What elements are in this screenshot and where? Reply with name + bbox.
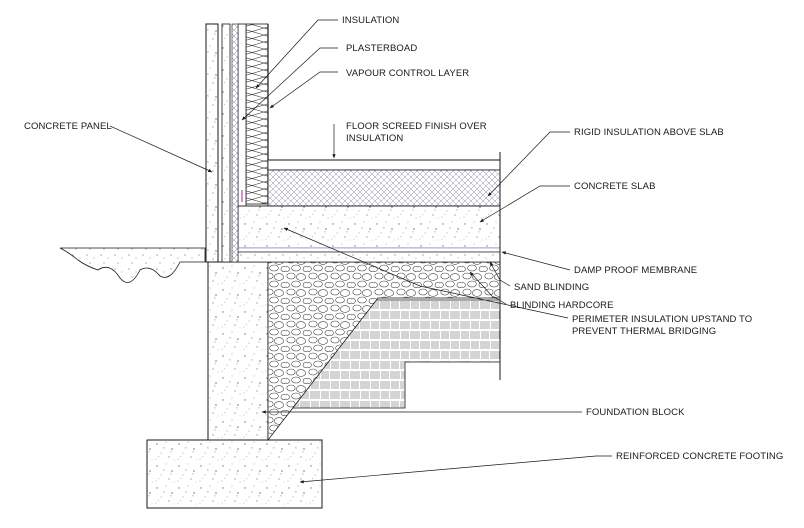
reinforced-concrete-footing <box>146 439 323 509</box>
foundation-block <box>207 261 269 441</box>
leader-vcl <box>269 71 338 109</box>
label-concrete-slab: CONCRETE SLAB <box>574 181 656 192</box>
floor-screed <box>267 159 501 171</box>
label-plasterboard: PLASTERBOAD <box>346 43 417 54</box>
label-perimeter-line1: PERIMETER INSULATION UPSTAND TO <box>572 314 752 325</box>
wall-insulation <box>245 23 269 205</box>
label-floor-screed-line1: FLOOR SCREED FINISH OVER <box>346 121 487 132</box>
leader-perimeter <box>283 227 569 319</box>
damp-proof-membrane <box>237 247 501 253</box>
leader-plasterboard <box>241 47 338 121</box>
label-insulation: INSULATION <box>342 15 399 26</box>
label-perimeter-line2: PREVENT THERMAL BRIDGING <box>572 326 716 337</box>
leader-reinforced-footing <box>299 455 612 484</box>
concrete-panel-inner <box>221 23 231 263</box>
concrete-panel-wall <box>205 23 219 263</box>
perimeter-insulation-upstand <box>231 23 239 263</box>
leader-concrete-panel <box>109 125 213 173</box>
label-sand-blinding: SAND BLINDING <box>514 282 589 293</box>
label-concrete-panel: CONCRETE PANEL <box>24 121 112 132</box>
label-vapour-control-layer: VAPOUR CONTROL LAYER <box>346 68 469 79</box>
ground-soil <box>59 247 206 283</box>
label-reinforced-footing: REINFORCED CONCRETE FOOTING <box>616 451 783 462</box>
leader-sand-blinding <box>489 261 511 287</box>
sand-blinding <box>237 251 501 263</box>
concrete-slab <box>237 205 501 249</box>
label-rigid-insulation: RIGID INSULATION ABOVE SLAB <box>574 127 724 138</box>
leader-concrete-slab <box>479 185 570 223</box>
label-blinding-hardcore: BLINDING HARDCORE <box>510 300 614 311</box>
label-floor-screed-line2: INSULATION <box>346 133 403 144</box>
rigid-insulation <box>267 169 501 207</box>
leader-rigid-insulation <box>487 131 570 197</box>
label-foundation-block: FOUNDATION BLOCK <box>586 407 685 418</box>
leader-blinding-hardcore <box>469 271 507 305</box>
leader-insulation <box>255 19 338 89</box>
label-damp-proof-membrane: DAMP PROOF MEMBRANE <box>574 265 697 276</box>
leader-dpm <box>501 251 571 271</box>
